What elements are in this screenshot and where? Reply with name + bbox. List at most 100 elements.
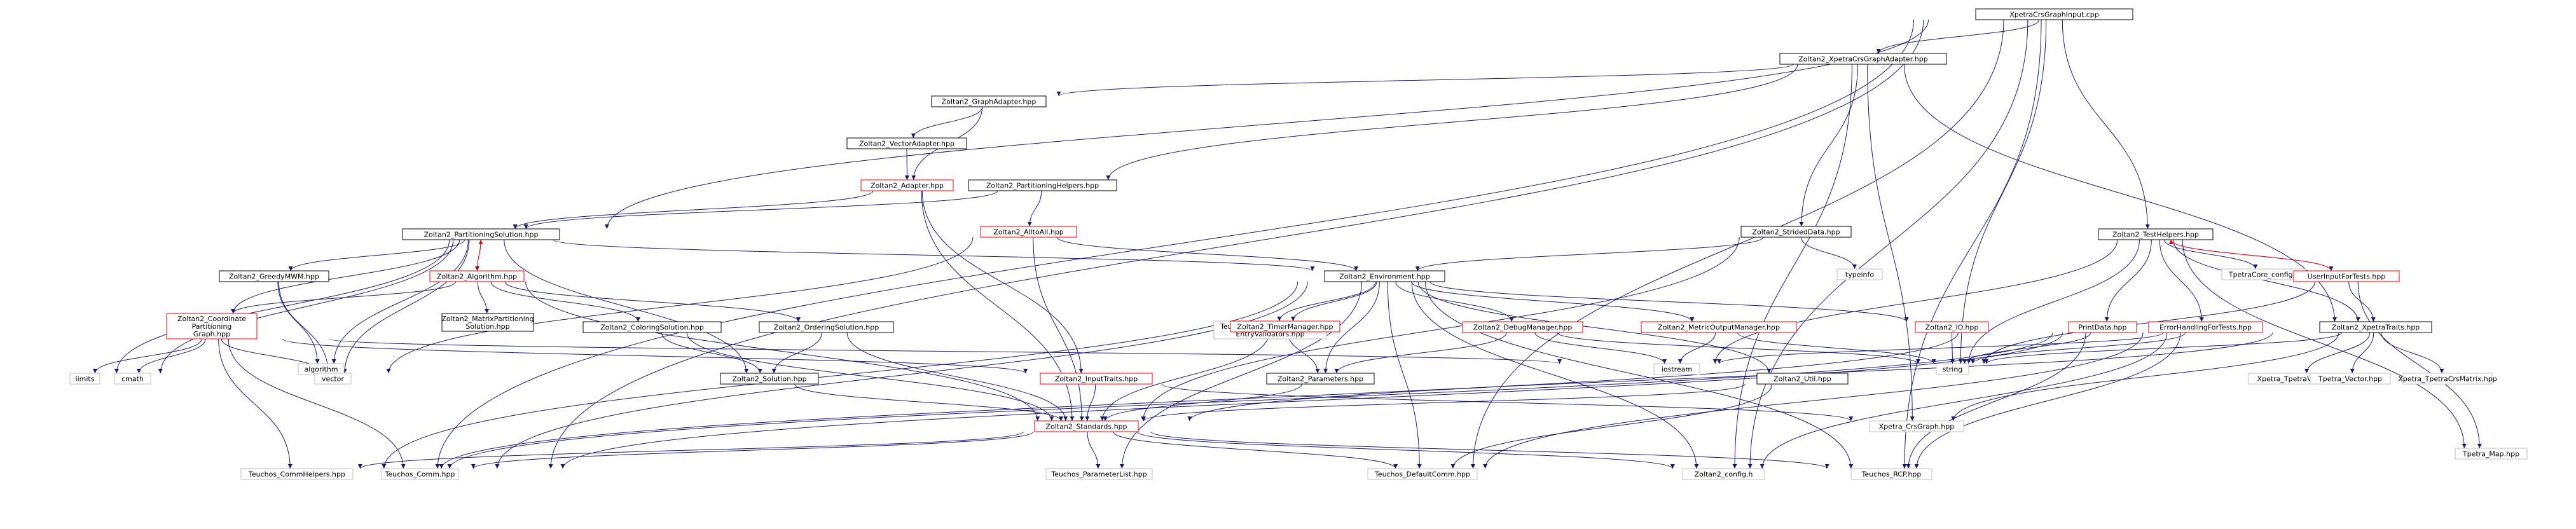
node-tdc[interactable]: Teuchos_DefaultComm.hpp [1367, 468, 1478, 480]
node-limits[interactable]: limits [69, 373, 100, 385]
node-tc[interactable]: Teuchos_Comm.hpp [381, 468, 459, 480]
node-tch[interactable]: Teuchos_CommHelpers.hpp [240, 468, 354, 480]
node-label-ga-0: Zoltan2_GraphAdapter.hpp [942, 98, 1037, 106]
edge-io-to-string [1950, 332, 1955, 364]
node-box-ehft [2148, 321, 2263, 333]
edge-root-to-string [1958, 19, 2047, 364]
node-xtcm[interactable]: Xpetra_TpetraCrsMatrix.hpp [2398, 373, 2497, 385]
node-string[interactable]: string [1936, 363, 1969, 375]
node-par[interactable]: Zoltan2_Parameters.hpp [1266, 373, 1375, 385]
node-cs[interactable]: Zoltan2_ColoringSolution.hpp [582, 321, 722, 333]
node-xcg[interactable]: Xpetra_CrsGraph.hpp [1869, 420, 1964, 432]
edge-env-to-io [1429, 281, 1909, 322]
node-ehft[interactable]: ErrorHandlingForTests.hpp [2148, 321, 2263, 333]
node-tcc[interactable]: TpetraCore_config.h [2221, 268, 2307, 280]
edge-pd-to-tch [439, 332, 1959, 469]
edge-ata-to-env [1056, 237, 1359, 271]
node-box-mps [441, 313, 534, 332]
node-label-os-0: Zoltan2_OrderingSolution.hpp [774, 324, 879, 332]
node-box-os [759, 321, 894, 333]
node-box-sol [720, 373, 819, 385]
node-gmwm[interactable]: Zoltan2_GreedyMWM.hpp [219, 270, 329, 282]
edge-env-to-tc [495, 281, 1308, 469]
edge-ps-to-vector [342, 239, 470, 374]
node-box-alg [429, 270, 525, 282]
edge-ps-to-cpg [231, 239, 460, 314]
node-ad[interactable]: Zoltan2_Adapter.hpp [860, 179, 954, 191]
node-root[interactable]: XpetraCrsGraphInput.cpp [1975, 8, 2133, 20]
node-trcp[interactable]: Teuchos_RCP.hpp [1850, 468, 1932, 480]
edge-std-to-trcp [1150, 431, 1829, 469]
node-th[interactable]: Zoltan2_TestHelpers.hpp [2098, 228, 2214, 240]
node-alg[interactable]: Zoltan2_Algorithm.hpp [429, 270, 525, 282]
edge-dm-to-par [1334, 332, 1507, 374]
edge-os-to-sol [771, 332, 822, 374]
edge-gmwm-to-algorithm [277, 281, 320, 364]
node-box-ph [968, 179, 1117, 191]
node-mom[interactable]: Zoltan2_MetricOutputManager.hpp [1641, 321, 1797, 333]
edge-th-to-tcc [2164, 239, 2258, 270]
node-dm[interactable]: Zoltan2_DebugManager.hpp [1462, 321, 1583, 333]
edge-ps-to-gmwm [288, 239, 465, 271]
node-cmath[interactable]: cmath [114, 373, 151, 385]
node-tpl[interactable]: Teuchos_ParameterList.hpp [1045, 468, 1153, 480]
node-box-tdc [1367, 468, 1478, 480]
edge-std-to-tc [471, 431, 1034, 469]
node-tv[interactable]: Tpetra_Vector.hpp [2310, 373, 2391, 385]
node-label-ata-0: Zoltan2_AlltoAll.hpp [993, 228, 1064, 237]
edge-uift-to-xt [2348, 281, 2376, 322]
node-ga[interactable]: Zoltan2_GraphAdapter.hpp [931, 95, 1047, 107]
edge-env-to-zc [1411, 281, 1699, 469]
edge-gmwm-to-vector [278, 281, 331, 374]
node-ata[interactable]: Zoltan2_AlltoAll.hpp [980, 226, 1077, 238]
node-box-tv [2310, 373, 2391, 385]
node-algorithm[interactable]: algorithm [298, 363, 345, 375]
node-util[interactable]: Zoltan2_Util.hpp [1756, 373, 1849, 385]
node-label-sd-0: Zoltan2_StridedData.hpp [1752, 228, 1840, 237]
node-zc[interactable]: Zoltan2_config.h [1682, 468, 1765, 480]
node-uift[interactable]: UserInputForTests.hpp [2293, 270, 2400, 282]
edge-mom-to-iostream [1677, 332, 1716, 364]
edge-ehft-to-tch [447, 332, 2053, 469]
node-label-cmath-0: cmath [121, 375, 144, 383]
node-iostream[interactable]: iostream [1653, 363, 1700, 375]
node-tm[interactable]: Tpetra_Map.hpp [2455, 448, 2528, 460]
node-pd[interactable]: PrintData.hpp [2068, 321, 2137, 333]
node-ti[interactable]: typeinfo [1836, 268, 1883, 280]
node-xt[interactable]: Zoltan2_XpetraTraits.hpp [2319, 321, 2432, 333]
edge-root-to-tch [435, 19, 1914, 469]
edge-it-to-xcg [1161, 383, 1854, 422]
node-label-tpl-0: Teuchos_ParameterList.hpp [1050, 471, 1147, 479]
edge-cs-to-std [686, 332, 1054, 422]
node-label-va-0: Zoltan2_VectorAdapter.hpp [859, 140, 954, 148]
node-std[interactable]: Zoltan2_Standards.hpp [1034, 420, 1139, 432]
node-vector[interactable]: vector [314, 373, 352, 385]
node-box-th [2098, 228, 2214, 240]
node-xcga[interactable]: Zoltan2_XpetraCrsGraphAdapter.hpp [1779, 53, 1947, 65]
node-label-tdc-0: Teuchos_DefaultComm.hpp [1374, 471, 1470, 479]
edge-env-to-dm [1395, 281, 1514, 322]
node-label-env-0: Zoltan2_Environment.hpp [1339, 273, 1430, 281]
node-sol[interactable]: Zoltan2_Solution.hpp [720, 373, 819, 385]
edge-pd-to-trcp [1906, 332, 2086, 469]
node-box-tch [240, 468, 354, 480]
node-ph[interactable]: Zoltan2_PartitioningHelpers.hpp [968, 179, 1117, 191]
node-box-std [1034, 420, 1139, 432]
node-io[interactable]: Zoltan2_IO.hpp [1915, 321, 1989, 333]
node-label-ps-0: Zoltan2_PartitioningSolution.hpp [424, 231, 539, 239]
node-sd[interactable]: Zoltan2_StridedData.hpp [1740, 226, 1852, 238]
edge-cpg-to-it [282, 338, 1028, 374]
node-tmm[interactable]: Zoltan2_TimerManager.hpp [1230, 320, 1340, 333]
node-label-string-0: string [1943, 366, 1963, 374]
node-label-xt-0: Zoltan2_XpetraTraits.hpp [2332, 324, 2420, 332]
edge-ph-to-ps [523, 190, 998, 230]
node-va[interactable]: Zoltan2_VectorAdapter.hpp [846, 137, 967, 149]
node-os[interactable]: Zoltan2_OrderingSolution.hpp [759, 321, 894, 333]
node-ps[interactable]: Zoltan2_PartitioningSolution.hpp [402, 228, 560, 240]
node-env[interactable]: Zoltan2_Environment.hpp [1324, 270, 1445, 282]
node-box-env [1324, 270, 1445, 282]
node-it[interactable]: Zoltan2_InputTraits.hpp [1040, 373, 1153, 385]
edge-uift-to-th [2168, 239, 2332, 271]
